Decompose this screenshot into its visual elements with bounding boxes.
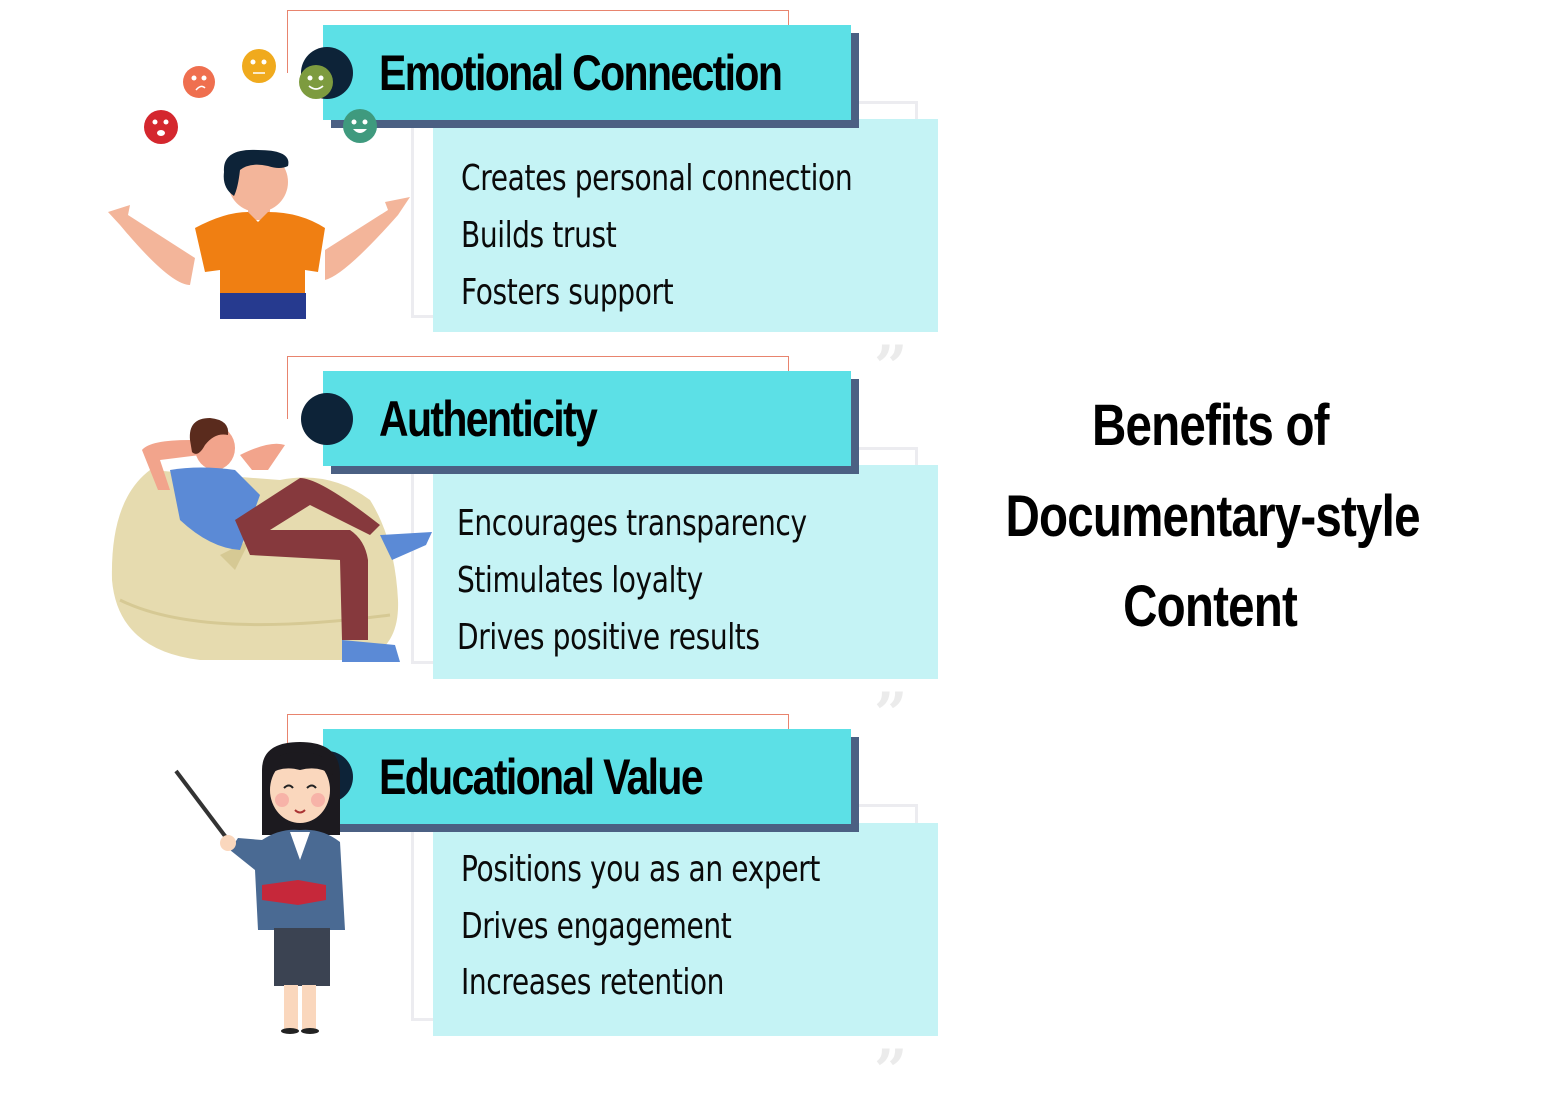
content-box (433, 823, 938, 1036)
content-box (433, 119, 938, 332)
main-title-line-3: Content (960, 573, 1460, 640)
section-header: Emotional Connection (323, 25, 851, 120)
happy-face-icon (343, 109, 377, 143)
section-heading: Authenticity (379, 390, 598, 447)
title-text: Content (1123, 574, 1298, 639)
quote-icon: ” (874, 680, 908, 748)
man-on-beanbag-illustration (111, 418, 432, 662)
title-text: Documentary-style (1005, 484, 1420, 549)
quote-icon: ” (874, 333, 908, 401)
teacher-illustration (174, 742, 345, 1034)
list-item: Drives positive results (457, 617, 760, 658)
list-item: Fosters support (461, 272, 674, 313)
quote-icon: ” (874, 1037, 908, 1105)
sad-face-icon (144, 110, 178, 144)
man-juggling-emoji-illustration (108, 49, 410, 319)
content-box (433, 465, 938, 679)
smile-face-icon (299, 65, 333, 99)
list-item: Stimulates loyalty (457, 560, 703, 601)
main-title-line-2: Documentary-style (960, 483, 1460, 550)
list-item: Positions you as an expert (461, 849, 821, 890)
list-item: Creates personal connection (461, 158, 853, 199)
list-item: Encourages transparency (457, 503, 807, 544)
list-item: Increases retention (461, 962, 725, 1003)
list-item: Builds trust (461, 215, 617, 256)
section-header: Educational Value (323, 729, 851, 824)
section-header: Authenticity (323, 371, 851, 466)
list-item: Drives engagement (461, 906, 732, 947)
section-heading: Emotional Connection (379, 44, 783, 101)
main-title-line-1: Benefits of (960, 392, 1460, 459)
section-heading: Educational Value (379, 748, 704, 805)
neutral-face-icon (242, 49, 276, 83)
bullet-dot (301, 393, 353, 445)
frown-face-icon (183, 66, 215, 98)
title-text: Benefits of (1091, 393, 1330, 458)
